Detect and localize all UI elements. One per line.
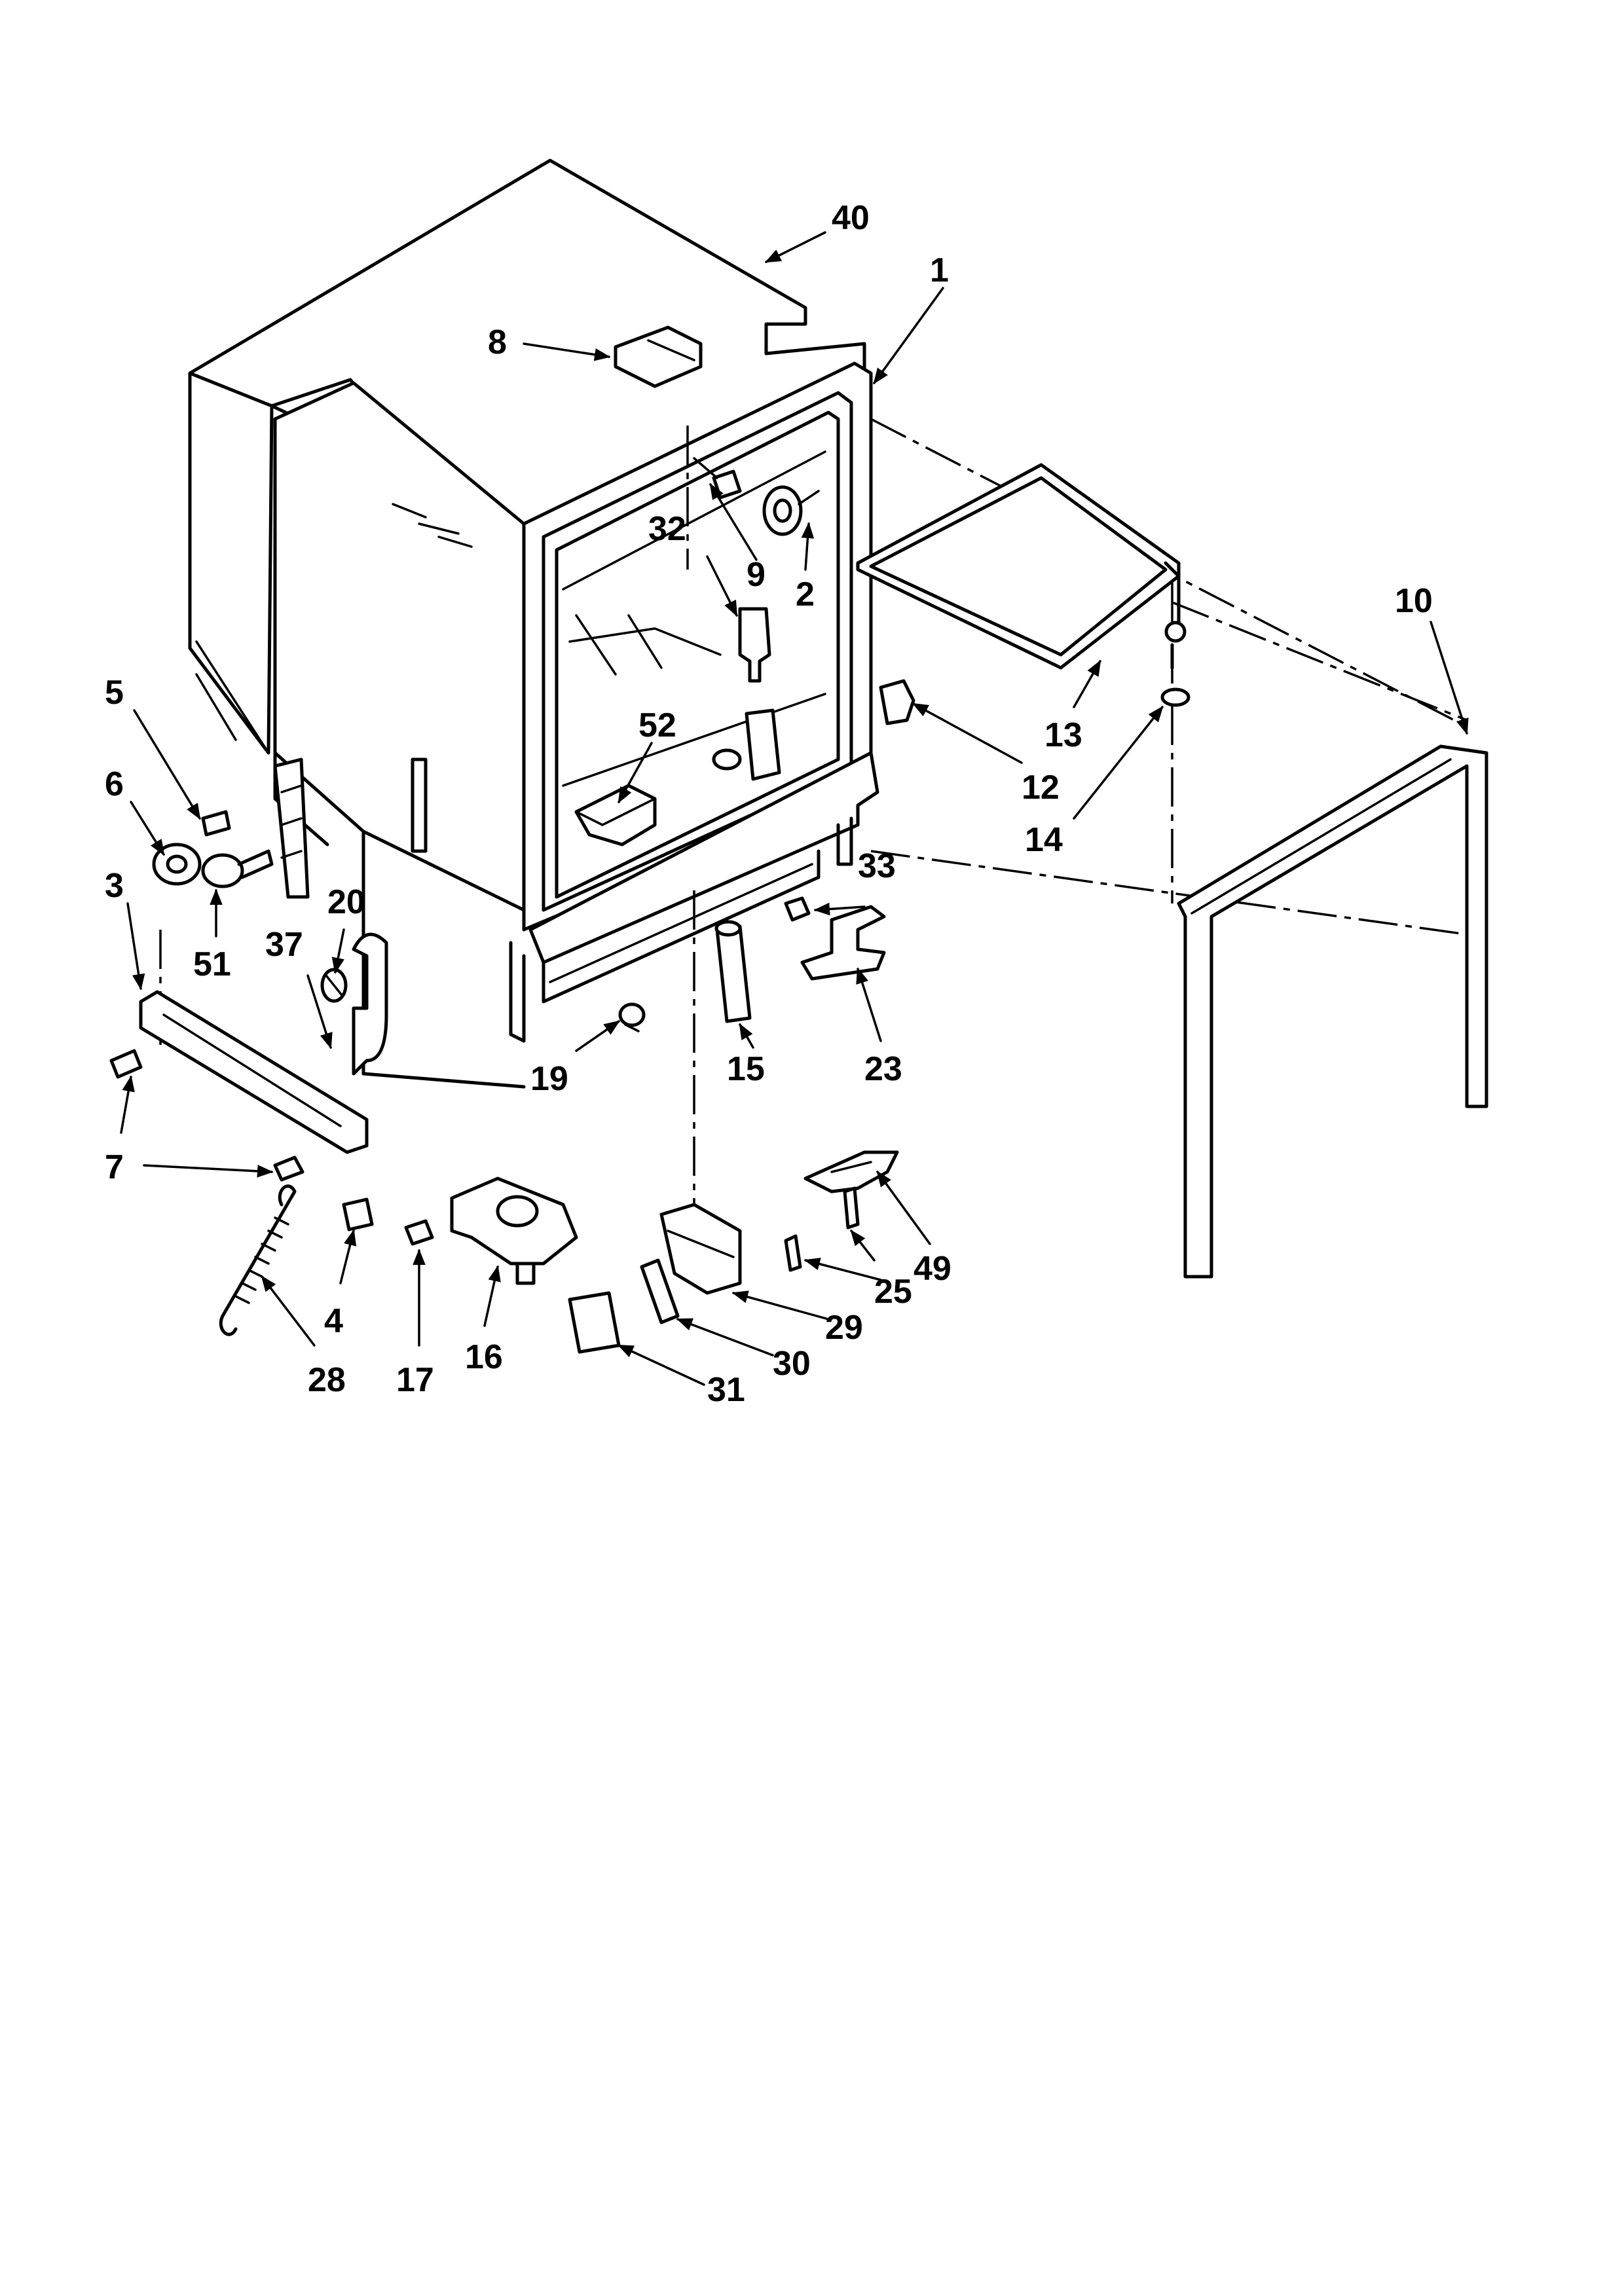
part-25-screw-a: [843, 1186, 860, 1230]
callout-1: 1: [930, 251, 949, 289]
part-7-screw-b: [273, 1156, 304, 1182]
callout-37: 37: [265, 926, 303, 964]
part-37-hose: [352, 932, 388, 1076]
callout-30: 30: [773, 1345, 811, 1383]
part-30-actuator: [640, 1258, 680, 1324]
callout-labels: 40 1 8 32 9 2 10 13 12 14 5 6 3 51 52 20…: [105, 199, 1433, 1409]
part-49-latch: [803, 1150, 899, 1194]
part-2-grommet: [762, 485, 820, 536]
part-33-nut: [784, 896, 811, 922]
callout-6: 6: [105, 765, 124, 803]
part-4-nut: [342, 1197, 374, 1231]
leader-lines: [120, 231, 1469, 1386]
callout-25: 25: [874, 1273, 912, 1311]
callout-2: 2: [796, 575, 815, 613]
callout-49: 49: [913, 1250, 951, 1288]
callout-15: 15: [727, 1050, 765, 1088]
part-14-washer: [1160, 687, 1190, 707]
callout-8: 8: [488, 323, 507, 361]
part-12-clip: [879, 679, 915, 725]
callout-7-a: 7: [105, 1148, 124, 1186]
callout-13: 13: [1044, 716, 1082, 754]
part-13-top-frame: [856, 463, 1187, 670]
part-20-clamp: [320, 968, 348, 1003]
callout-5: 5: [105, 674, 124, 712]
callout-28: 28: [308, 1361, 346, 1399]
callout-20: 20: [327, 883, 365, 921]
part-7-screw-a: [109, 1049, 143, 1079]
callout-29: 29: [825, 1309, 863, 1347]
callout-52: 52: [638, 706, 676, 744]
callout-23: 23: [864, 1050, 902, 1088]
part-32-funnel: [738, 607, 771, 683]
callout-17: 17: [396, 1361, 434, 1399]
part-5-screw: [201, 810, 231, 837]
part-17-screw: [404, 1219, 434, 1246]
part-23-clip: [800, 905, 886, 981]
callout-40: 40: [832, 199, 870, 237]
parts: [109, 325, 1190, 1354]
callout-14: 14: [1025, 821, 1063, 859]
callout-31: 31: [707, 1371, 745, 1409]
callout-19: 19: [530, 1060, 568, 1098]
part-8-vent: [614, 325, 703, 388]
part-19-grommet: [618, 1002, 646, 1032]
part-28-spring: [219, 1184, 297, 1336]
part-31-cover: [568, 1291, 621, 1354]
callout-10: 10: [1395, 582, 1433, 620]
callout-9: 9: [747, 556, 766, 594]
callout-4: 4: [324, 1302, 343, 1340]
callout-33: 33: [858, 847, 896, 885]
part-25-screw-b: [784, 1234, 802, 1272]
callout-12: 12: [1022, 769, 1060, 807]
part-29-switch: [659, 1203, 742, 1295]
callout-16: 16: [465, 1338, 503, 1376]
part-10-frame: [1177, 744, 1488, 1279]
part-6-washer: [152, 843, 202, 886]
callout-32: 32: [648, 510, 686, 548]
callout-51: 51: [193, 945, 231, 983]
callout-3: 3: [105, 867, 124, 905]
part-15-standoff: [715, 924, 752, 1023]
part-51-plug: [201, 849, 274, 888]
